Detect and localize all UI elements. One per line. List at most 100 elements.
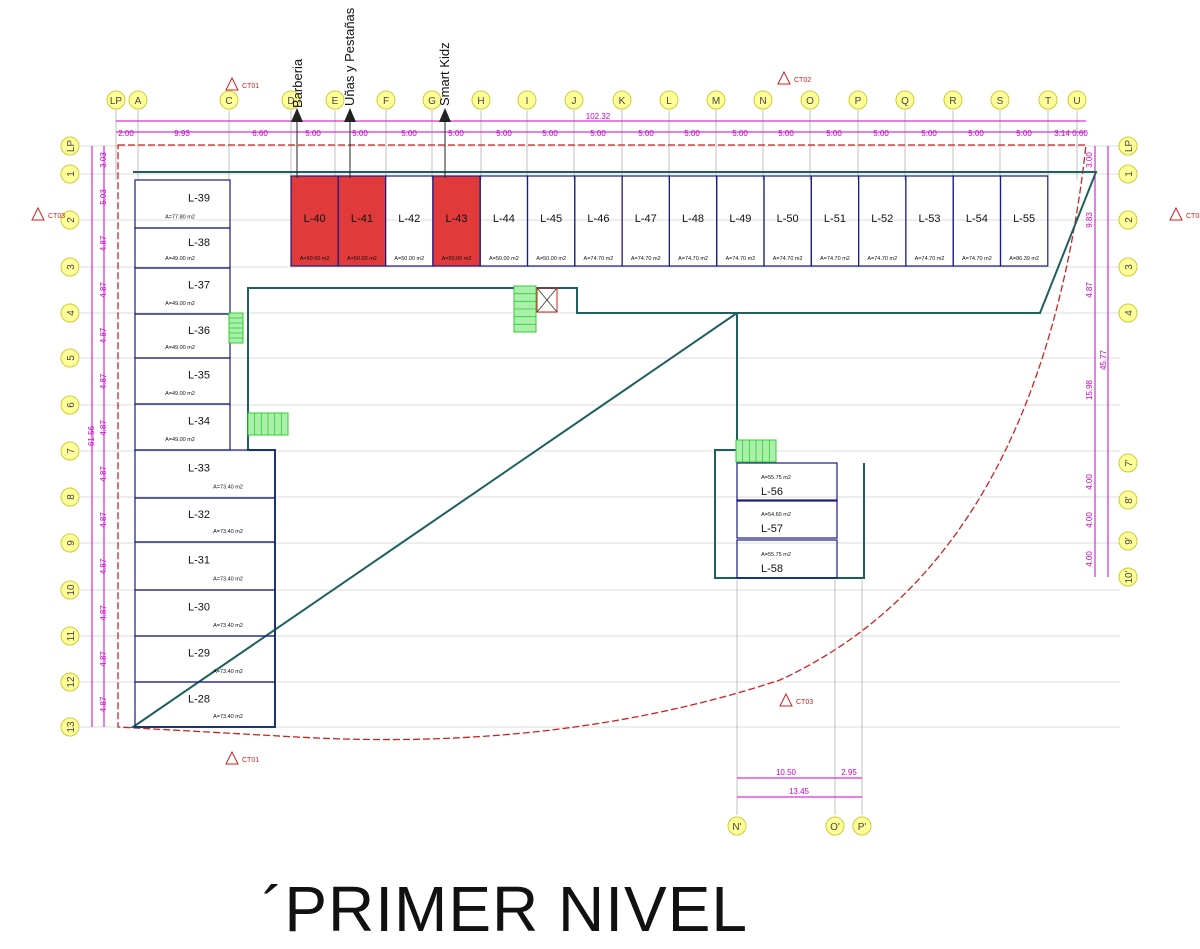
section-mark-label-3: CT03 (48, 213, 65, 220)
row-bubble-12 (60, 672, 80, 692)
row-bubble-13 (60, 717, 80, 737)
top-dim-7: 5.00 (496, 129, 512, 138)
left-dim-5: 4.87 (99, 373, 108, 389)
right-bubble-5 (1118, 453, 1138, 473)
unit-L-52-label: L-52 (871, 213, 893, 225)
stairs-2 (735, 439, 777, 463)
top-dim-3: 5.00 (305, 129, 321, 138)
axis-bubble-Q-label: Q (901, 96, 909, 107)
axis-bubble-S-label: S (997, 96, 1004, 107)
unit-L-41-area: A=50.00 m2 (347, 256, 377, 262)
unit-L-44-label: L-44 (493, 213, 515, 225)
unit-L-32-label: L-32 (188, 509, 210, 521)
right-bubble-8 (1118, 567, 1138, 587)
axis-bubble-F (376, 90, 396, 110)
row-bubble-LP-label: LP (66, 140, 77, 153)
unit-L-43-area: A=50.00 m2 (442, 256, 472, 262)
stairs-1 (247, 412, 289, 436)
bottom-bubble-2 (852, 816, 872, 836)
axis-bubble-D (281, 90, 301, 110)
right-bubble-7 (1118, 531, 1138, 551)
unit-L-54-area: A=74.70 m2 (962, 256, 992, 262)
axis-bubble-O (800, 90, 820, 110)
unit-L-47-area: A=74.70 m2 (631, 256, 661, 262)
axis-bubble-J (564, 90, 584, 110)
stairs-3 (228, 312, 244, 344)
axis-bubble-M-label: M (712, 96, 720, 107)
tag-arrow-head-0 (291, 108, 303, 122)
axis-bubble-N (753, 90, 773, 110)
row-bubble-1 (60, 164, 80, 184)
unit-L-29-label: L-29 (188, 648, 210, 660)
axis-bubble-R (943, 90, 963, 110)
row-bubble-5-label: 5 (66, 355, 77, 361)
right-bubble-0-label: LP (1124, 140, 1135, 153)
unit-L-47-label: L-47 (635, 213, 657, 225)
top-dim-13: 5.00 (778, 129, 794, 138)
tag-smart-kidz: Smart Kidz (437, 42, 452, 106)
top-dim-14: 5.00 (826, 129, 842, 138)
unit-L-55-label: L-55 (1013, 213, 1035, 225)
section-mark-4 (1169, 206, 1183, 221)
unit-L-50-area: A=74.70 m2 (773, 256, 803, 262)
row-bubble-13-label: 13 (66, 721, 77, 733)
stairs-0 (513, 285, 537, 333)
axis-bubble-G-label: G (428, 96, 436, 107)
section-mark-0 (225, 76, 239, 91)
unit-L-51-area: A=74.70 m2 (820, 256, 850, 262)
row-bubble-2-label: 2 (66, 217, 77, 223)
unit-L-58-area: A=55.75 m2 (761, 552, 791, 558)
unit-L-52-area: A=74.70 m2 (867, 256, 897, 262)
axis-bubble-E (325, 90, 345, 110)
top-dim-10: 5.00 (638, 129, 654, 138)
unit-L-56-area: A=55.75 m2 (761, 475, 791, 481)
axis-bubble-E-label: E (332, 96, 339, 107)
row-bubble-8-label: 8 (66, 494, 77, 500)
axis-bubble-C-label: C (225, 96, 232, 107)
unit-L-28-label: L-28 (188, 693, 210, 705)
section-mark-label-4: CT03 (1186, 213, 1200, 220)
axis-bubble-O-label: O (806, 96, 814, 107)
left-dim-6: 4.87 (99, 420, 108, 436)
right-bubble-3 (1118, 257, 1138, 277)
row-bubble-6 (60, 395, 80, 415)
axis-bubble-G (422, 90, 442, 110)
unit-L-34-label: L-34 (188, 416, 210, 428)
top-dim-20: 0.60 (1072, 129, 1088, 138)
axis-bubble-LP-label: LP (110, 96, 123, 107)
unit-L-33-area: A=73.40 m2 (213, 484, 243, 490)
unit-L-34 (134, 403, 231, 451)
left-dim-9: 4.87 (99, 558, 108, 574)
right-bubble-2-label: 2 (1124, 217, 1135, 223)
unit-L-38 (134, 227, 231, 269)
section-mark-5 (779, 692, 793, 707)
unit-L-41 (337, 175, 387, 267)
axis-bubble-P-label: P (855, 96, 862, 107)
bottom-dim-0: 10.50 (776, 768, 797, 777)
unit-L-57 (736, 499, 838, 539)
bottom-bubble-0-label: N' (732, 822, 741, 833)
unit-L-36-area: A=49.00 m2 (165, 345, 195, 351)
unit-L-49-label: L-49 (729, 213, 751, 225)
unit-L-45-label: L-45 (540, 213, 562, 225)
left-dim-12: 4.87 (99, 696, 108, 712)
axis-bubble-U-label: U (1073, 96, 1080, 107)
row-bubble-4 (60, 303, 80, 323)
unit-L-49-area: A=74.70 m2 (725, 256, 755, 262)
axis-bubble-K-label: K (619, 96, 626, 107)
top-dim-1: 9.93 (174, 129, 190, 138)
row-bubble-6-label: 6 (66, 402, 77, 408)
tag-arrow-head-2 (439, 108, 451, 122)
unit-L-35-label: L-35 (188, 370, 210, 382)
top-dim-18: 5.00 (1016, 129, 1032, 138)
unit-L-37-area: A=49.00 m2 (165, 301, 195, 307)
axis-bubble-T (1038, 90, 1058, 110)
section-mark-label-5: CT03 (796, 699, 813, 706)
left-dim-10: 4.87 (99, 605, 108, 621)
top-dim-4: 5.00 (352, 129, 368, 138)
unit-L-44-area: A=50.00 m2 (489, 256, 519, 262)
row-bubble-3-label: 3 (66, 264, 77, 270)
unit-L-37-label: L-37 (188, 280, 210, 292)
unit-L-57-label: L-57 (761, 523, 783, 535)
row-bubble-LP (60, 136, 80, 156)
